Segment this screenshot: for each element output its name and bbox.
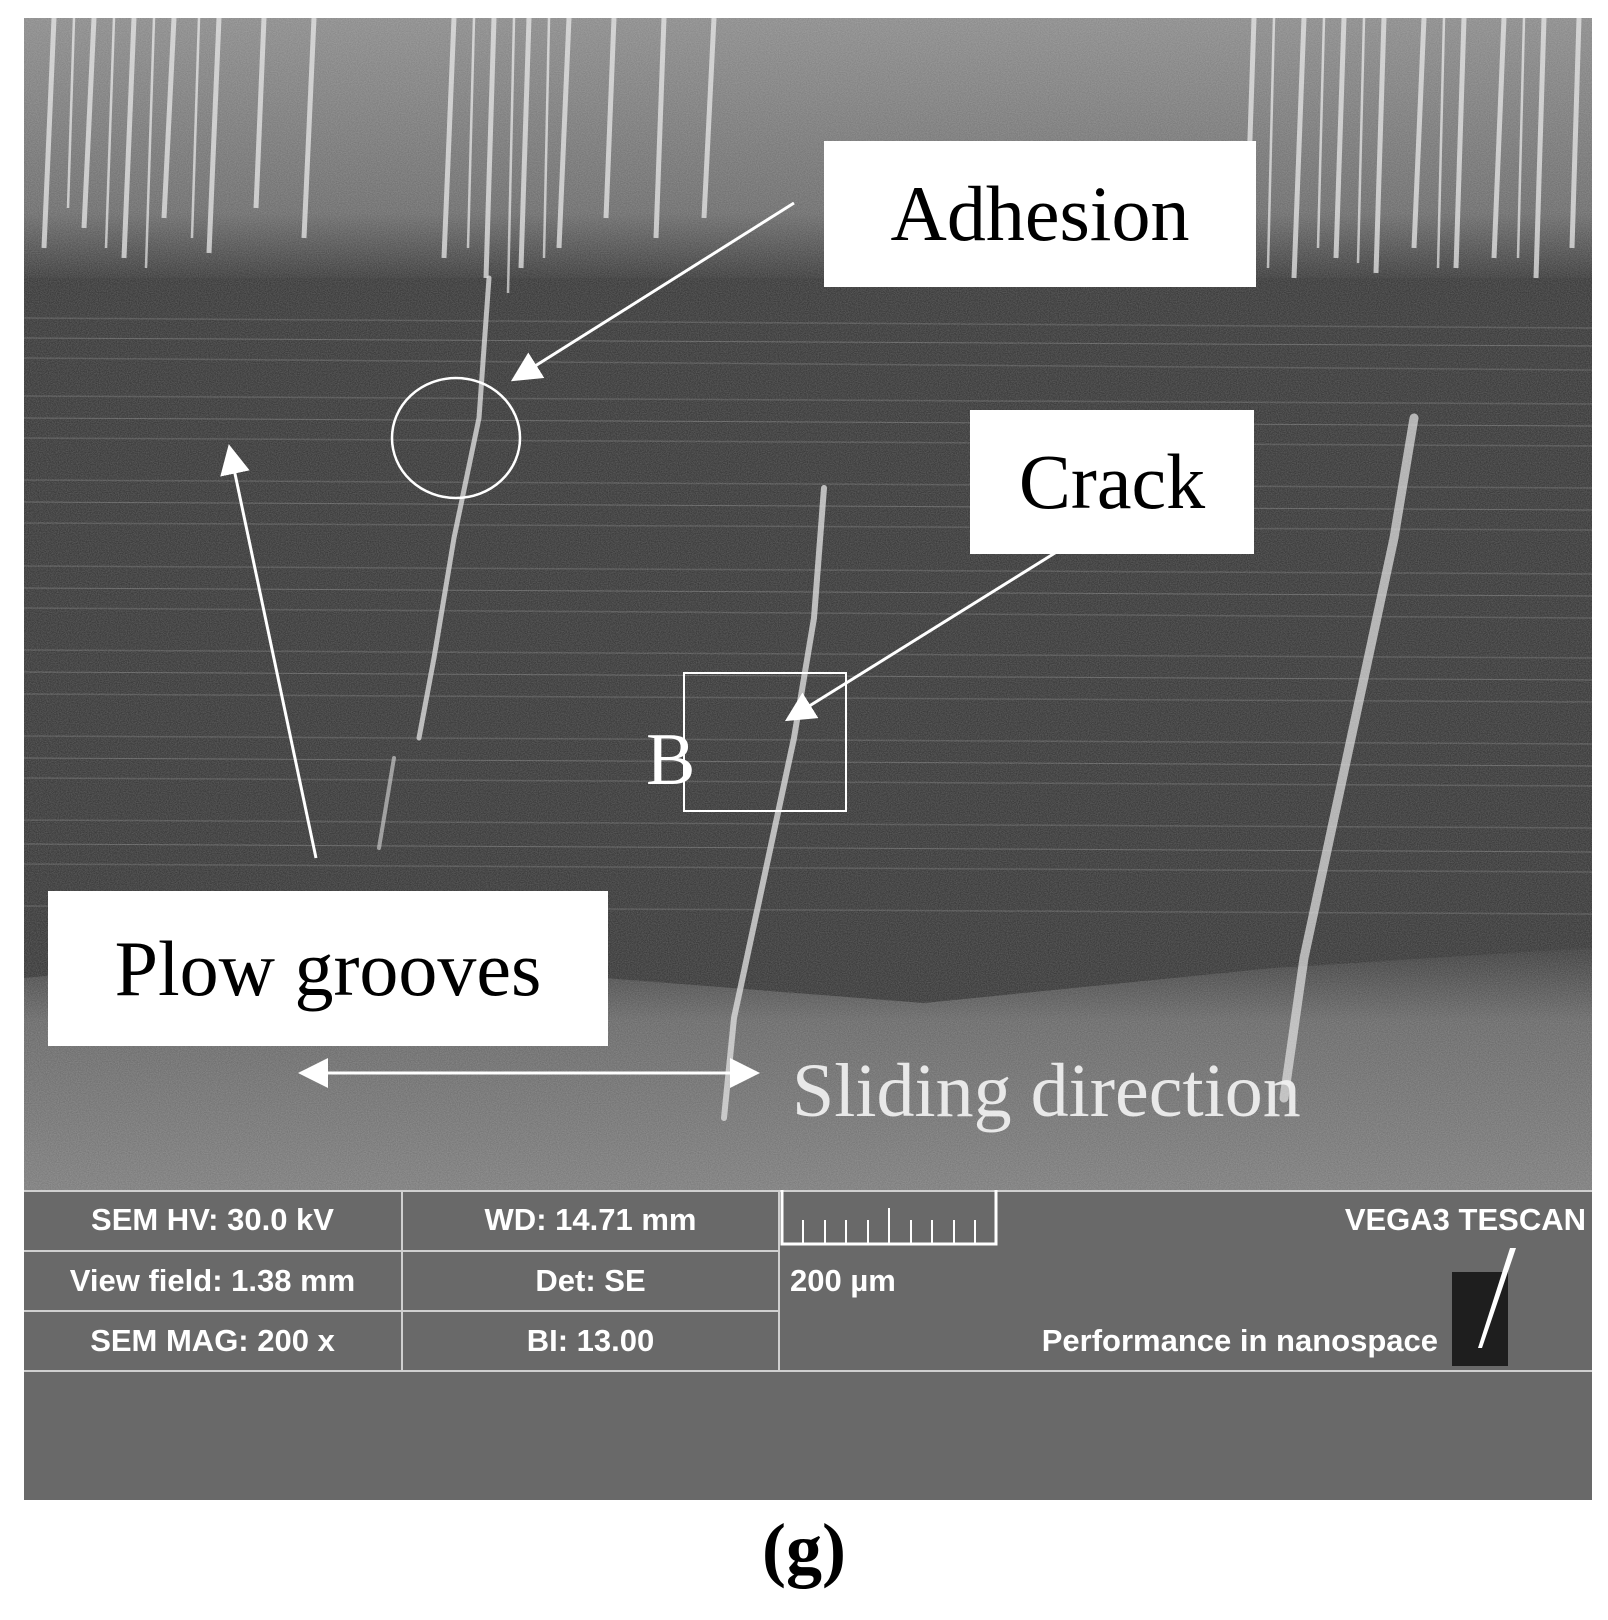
magnification-readout: SEM MAG: 200 x — [90, 1322, 335, 1358]
figure-caption: (g) — [762, 1509, 846, 1589]
brand-name: VEGA3 TESCAN — [1344, 1202, 1586, 1237]
adhesion-arrow — [510, 201, 795, 382]
crack-arrow — [784, 536, 1080, 722]
adhesion-label: Adhesion — [824, 141, 1256, 287]
plow-grooves-arrow — [220, 444, 318, 859]
scale-bar-label: 200 µm — [790, 1263, 896, 1298]
crack-label: Crack — [970, 410, 1254, 554]
sem-micrograph-figure: Adhesion Crack Plow grooves B Sliding di… — [24, 18, 1592, 1500]
region-b-label: B — [646, 719, 696, 801]
wd-readout: WD: 14.71 mm — [484, 1202, 697, 1237]
detector-readout: Det: SE — [535, 1262, 646, 1298]
tescan-logo-icon — [1452, 1248, 1516, 1366]
view-field-readout: View field: 1.38 mm — [69, 1262, 356, 1298]
hv-readout: SEM HV: 30.0 kV — [91, 1202, 334, 1237]
brand-slogan: Performance in nanospace — [1041, 1322, 1438, 1358]
scale-bar — [780, 1190, 998, 1246]
adhesion-circle-marker — [390, 376, 522, 500]
info-bar-top-rule — [24, 1190, 1592, 1192]
sem-info-bar: SEM HV: 30.0 kV WD: 14.71 mm View field:… — [24, 1190, 1592, 1500]
region-b-box — [683, 672, 847, 812]
info-bar-col-rule-2 — [778, 1190, 780, 1370]
info-bar-bottom-rule — [24, 1370, 1592, 1372]
bi-readout: BI: 13.00 — [526, 1322, 655, 1358]
plow-grooves-label: Plow grooves — [48, 891, 608, 1046]
info-bar-col-rule-1 — [401, 1190, 403, 1370]
sliding-direction-label: Sliding direction — [792, 1049, 1301, 1133]
